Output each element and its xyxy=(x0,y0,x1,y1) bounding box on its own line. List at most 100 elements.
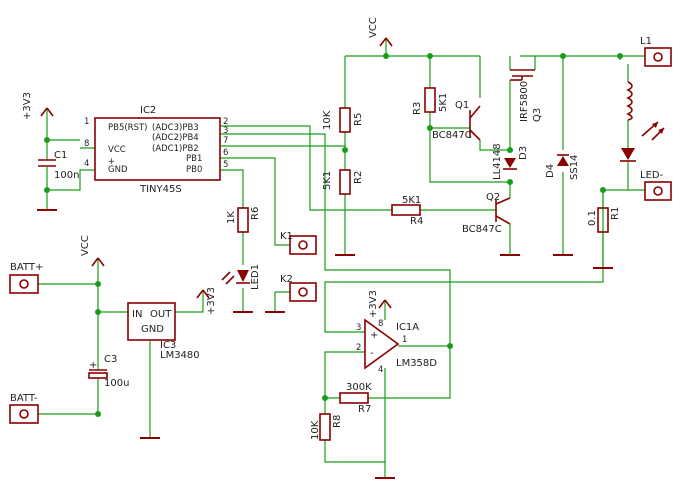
inductor xyxy=(626,81,633,121)
led-load xyxy=(620,121,665,162)
svg-text:PB5(RST): PB5(RST) xyxy=(108,123,148,133)
svg-text:2: 2 xyxy=(356,343,361,353)
ic2-tiny45: IC2 TINY45S PB5(RST) VCC + GND (ADC3)PB3… xyxy=(84,105,228,195)
svg-text:R1: R1 xyxy=(610,207,621,220)
svg-text:Q2: Q2 xyxy=(486,192,500,203)
svg-text:10K: 10K xyxy=(310,420,321,440)
svg-text:SS14: SS14 xyxy=(569,155,580,180)
resistor-r2: 5K1 R2 xyxy=(322,169,364,195)
svg-text:R3: R3 xyxy=(412,102,423,115)
svg-text:D4: D4 xyxy=(545,164,556,178)
svg-text:6: 6 xyxy=(223,148,228,158)
svg-text:3: 3 xyxy=(223,126,228,136)
svg-text:Q3: Q3 xyxy=(532,108,543,122)
svg-text:OUT: OUT xyxy=(150,309,172,320)
ground-symbols xyxy=(37,209,613,479)
svg-text:5K1: 5K1 xyxy=(322,171,333,190)
svg-text:4: 4 xyxy=(378,365,383,375)
resistor-r5: 10K R5 xyxy=(322,107,364,133)
diode-d4: D4 SS14 xyxy=(545,154,580,180)
svg-text:IC3: IC3 xyxy=(160,340,176,351)
svg-text:3: 3 xyxy=(356,323,361,333)
svg-text:R8: R8 xyxy=(332,415,343,428)
svg-text:GND: GND xyxy=(108,165,128,175)
supply-label-top: VCC xyxy=(368,17,379,38)
svg-text:D3: D3 xyxy=(518,146,529,160)
svg-text:LM358D: LM358D xyxy=(396,358,437,369)
svg-text:BC847C: BC847C xyxy=(462,224,502,235)
svg-text:5K1: 5K1 xyxy=(402,195,421,206)
opamp-ic1a: + - IC1A LM358D 3 2 1 8 4 xyxy=(356,318,437,375)
ic3-regulator: IN OUT GND IC3 LM3480 xyxy=(127,302,200,361)
connector-batt-plus: BATT+ xyxy=(9,262,43,294)
capacitor-c3: C3 100u + xyxy=(88,354,129,389)
svg-text:C1: C1 xyxy=(54,150,67,161)
svg-text:8: 8 xyxy=(378,319,383,329)
svg-text:+: + xyxy=(89,360,97,371)
svg-text:K1: K1 xyxy=(280,231,293,242)
svg-text:(ADC1)PB2: (ADC1)PB2 xyxy=(152,144,199,154)
svg-text:+: + xyxy=(370,330,378,341)
svg-text:R5: R5 xyxy=(353,113,364,126)
svg-text:LED1: LED1 xyxy=(250,264,261,290)
connector-k1: K1 xyxy=(280,231,317,255)
svg-text:0.1: 0.1 xyxy=(587,210,598,226)
svg-text:+: + xyxy=(108,157,115,167)
capacitor-c1: C1 100n xyxy=(38,150,79,181)
svg-text:K2: K2 xyxy=(280,274,293,285)
transistor-q2: Q2 BC847C xyxy=(462,192,511,255)
connector-l1: L1 xyxy=(640,36,672,67)
junctions xyxy=(44,53,623,417)
wires xyxy=(38,38,645,478)
svg-text:LED-: LED- xyxy=(640,170,664,181)
svg-text:PB0: PB0 xyxy=(186,165,202,175)
svg-text:LL4148: LL4148 xyxy=(492,143,503,180)
transistor-q1: Q1 BC847C xyxy=(432,100,481,141)
svg-text:Q1: Q1 xyxy=(455,100,469,111)
svg-text:R2: R2 xyxy=(353,171,364,184)
resistor-r6: 1K R6 xyxy=(226,207,261,233)
svg-text:BATT-: BATT- xyxy=(10,393,38,404)
supply-label-ic2: +3V3 xyxy=(22,92,33,120)
ic2-value: TINY45S xyxy=(139,184,182,195)
svg-text:(ADC2)PB4: (ADC2)PB4 xyxy=(152,133,199,143)
svg-text:1: 1 xyxy=(84,117,89,127)
supply-label-opamp: +3V3 xyxy=(368,290,379,318)
svg-text:1K: 1K xyxy=(226,211,237,224)
svg-text:8: 8 xyxy=(84,139,89,149)
resistor-r7: 300K R7 xyxy=(339,382,372,415)
svg-text:PB1: PB1 xyxy=(186,154,202,164)
connector-led-minus: LED- xyxy=(640,170,672,201)
svg-text:L1: L1 xyxy=(640,36,652,47)
svg-text:(ADC3)PB3: (ADC3)PB3 xyxy=(152,123,199,133)
svg-text:-: - xyxy=(370,348,374,359)
svg-text:100n: 100n xyxy=(54,170,79,181)
svg-text:LM3480: LM3480 xyxy=(160,350,200,361)
resistor-r4: 5K1 R4 xyxy=(391,195,423,227)
svg-text:IC1A: IC1A xyxy=(396,322,419,333)
svg-text:R6: R6 xyxy=(250,207,261,220)
mosfet-q3: IRF5800 Q3 xyxy=(510,69,543,122)
connector-batt-minus: BATT- xyxy=(9,393,39,424)
svg-text:5K1: 5K1 xyxy=(438,93,449,112)
resistor-r3: R3 5K1 xyxy=(412,87,449,115)
svg-text:BC847C: BC847C xyxy=(432,130,472,141)
supply-label-ic3: +3V3 xyxy=(206,287,217,315)
svg-text:300K: 300K xyxy=(346,382,372,393)
svg-text:IRF5800: IRF5800 xyxy=(519,81,530,122)
supply-arrows xyxy=(40,37,393,309)
led1: LED1 xyxy=(221,264,261,290)
svg-text:2: 2 xyxy=(223,117,228,127)
svg-text:C3: C3 xyxy=(104,354,117,365)
connector-k2: K2 xyxy=(280,274,317,302)
svg-text:IN: IN xyxy=(132,309,142,320)
resistor-r8: 10K R8 xyxy=(310,413,343,441)
svg-text:R7: R7 xyxy=(358,404,371,415)
svg-text:R4: R4 xyxy=(410,216,423,227)
svg-text:1: 1 xyxy=(402,335,407,345)
diode-d3: LL4148 D3 xyxy=(492,143,529,180)
resistor-r1: 0.1 R1 xyxy=(587,207,621,233)
svg-text:BATT+: BATT+ xyxy=(10,262,43,273)
